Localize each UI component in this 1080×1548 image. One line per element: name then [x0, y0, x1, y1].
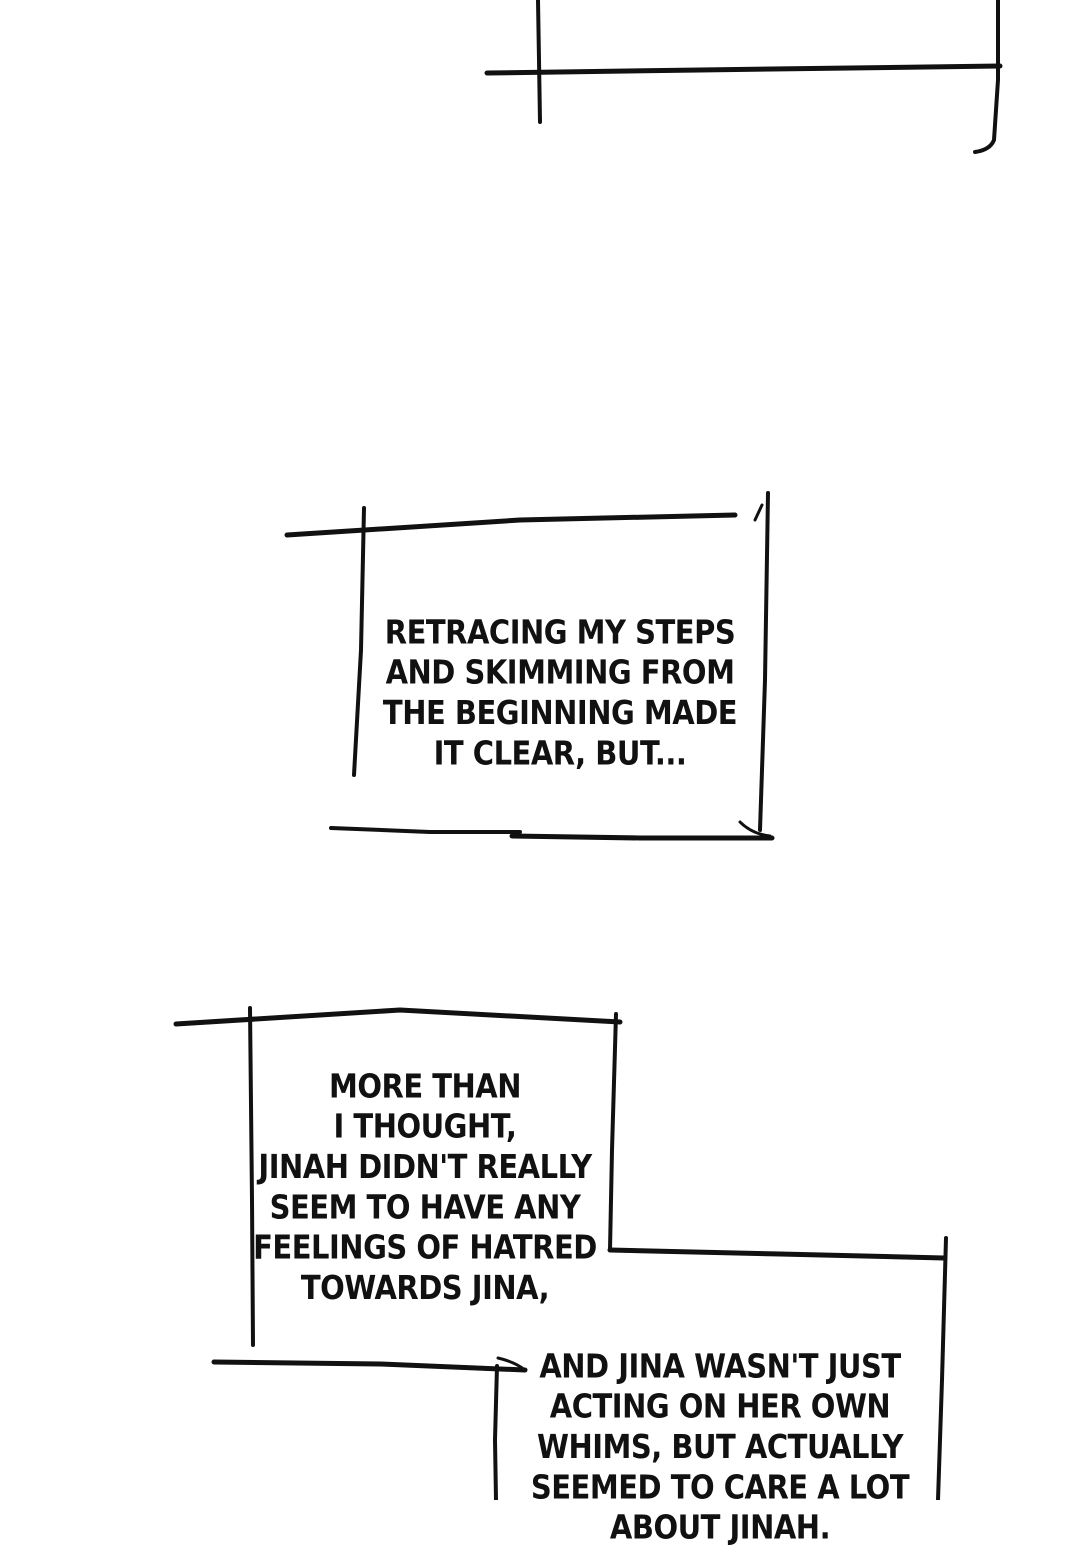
caption-box-2-right-stroke: [608, 1012, 618, 1252]
caption-box-3-border: [211, 1236, 948, 1500]
caption-line: I THOUGHT,: [333, 1107, 517, 1146]
caption-box-2-left-stroke: [248, 1006, 255, 1347]
caption-box-1-right-flick: [753, 503, 764, 522]
caption-line: AND JINA WASN'T JUST: [539, 1347, 901, 1386]
caption-line: ABOUT JINAH.: [609, 1508, 831, 1547]
caption-box-2-border: [173, 1006, 947, 1347]
caption-box-1-border: [284, 491, 775, 841]
panel-border-strokes: [173, 0, 1003, 1500]
caption-line: RETRACING MY STEPS: [384, 613, 736, 652]
caption-line: JINAH DIDN'T REALLY: [258, 1147, 592, 1186]
caption-box-3-top-stroke: [211, 1359, 528, 1373]
caption-line: MORE THAN: [328, 1067, 522, 1106]
caption-line: WHIMS, BUT ACTUALLY: [537, 1427, 904, 1466]
caption-more-than: MORE THAN I THOUGHT, JINAH DIDN'T REALLY…: [250, 1066, 600, 1308]
caption-line: ACTING ON HER OWN: [549, 1387, 891, 1426]
top-panel-bottom-stroke: [484, 63, 1003, 76]
caption-box-3-top-hook: [496, 1356, 527, 1372]
caption-box-1-bottom-hook: [738, 820, 772, 838]
caption-line: THE BEGINNING MADE: [382, 693, 738, 732]
caption-line: SEEMED TO CARE A LOT: [530, 1468, 910, 1507]
top-panel-left-stroke: [536, 0, 542, 124]
top-panel-right-stroke: [973, 0, 1000, 154]
caption-box-1-top-stroke: [284, 512, 738, 538]
caption-line: FEELINGS OF HATRED: [253, 1228, 597, 1267]
caption-line: TOWARDS JINA,: [300, 1268, 550, 1307]
caption-box-1-bottom-stroke-a: [329, 826, 522, 834]
caption-line: SEEM TO HAVE ANY: [269, 1188, 581, 1227]
caption-retracing: RETRACING MY STEPS AND SKIMMING FROM THE…: [370, 612, 750, 773]
caption-box-1-left-stroke: [352, 506, 366, 777]
caption-line: IT CLEAR, BUT...: [433, 734, 687, 773]
caption-box-1-right-stroke: [758, 491, 770, 832]
caption-box-3-right-stroke: [936, 1236, 948, 1500]
caption-box-3-left-stroke: [493, 1364, 499, 1500]
caption-box-2-top-stroke: [173, 1007, 623, 1027]
caption-and-jina: AND JINA WASN'T JUST ACTING ON HER OWN W…: [520, 1346, 920, 1548]
caption-box-1-bottom-stroke-b: [509, 833, 775, 841]
caption-line: AND SKIMMING FROM: [385, 653, 735, 692]
caption-box-2-lower-stroke: [607, 1247, 947, 1261]
top-panel-border: [484, 0, 1003, 154]
